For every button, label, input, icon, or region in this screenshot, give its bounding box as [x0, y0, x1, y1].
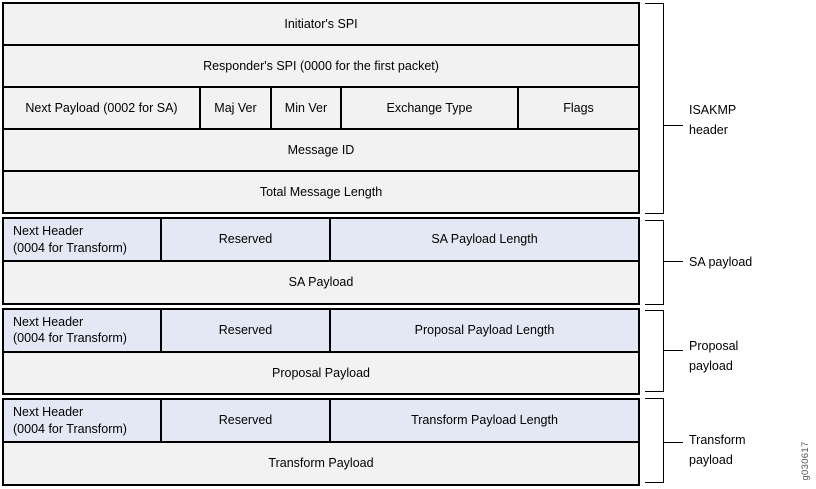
- field-proposal-next-header: Next Header (0004 for Transform): [4, 310, 160, 351]
- field-total-message-length: Total Message Length: [259, 184, 383, 199]
- field-transform-payload: Transform Payload: [268, 456, 374, 471]
- field-maj-ver: Maj Ver: [199, 88, 270, 128]
- sa-payload-bracket: [645, 220, 664, 305]
- proposal-payload-block: Next Header (0004 for Transform) Reserve…: [2, 308, 640, 395]
- field-min-ver: Min Ver: [270, 88, 340, 128]
- row-transform-payload-header: Next Header (0004 for Transform) Reserve…: [4, 400, 638, 441]
- field-transform-next-header: Next Header (0004 for Transform): [4, 400, 160, 441]
- field-sa-next-header: Next Header (0004 for Transform): [4, 219, 160, 260]
- field-initiators-spi: Initiator's SPI: [284, 16, 358, 31]
- field-proposal-payload: Proposal Payload: [272, 365, 370, 380]
- transform-payload-bracket: [645, 398, 664, 483]
- row-proposal-payload-header: Next Header (0004 for Transform) Reserve…: [4, 310, 638, 351]
- row-message-id: Message ID: [4, 128, 638, 170]
- isakmp-header-block: Initiator's SPI Responder's SPI (0000 fo…: [2, 2, 640, 214]
- transform-payload-block: Next Header (0004 for Transform) Reserve…: [2, 398, 640, 486]
- isakmp-header-annotation: ISAKMP header: [689, 103, 737, 137]
- row-transform-payload-body: Transform Payload: [4, 441, 638, 484]
- field-proposal-next-header-line1: Next Header: [13, 315, 84, 329]
- sa-payload-block: Next Header (0004 for Transform) Reserve…: [2, 217, 640, 305]
- field-sa-payload: SA Payload: [288, 275, 354, 290]
- row-sa-payload-header: Next Header (0004 for Transform) Reserve…: [4, 219, 638, 260]
- field-exchange-type: Exchange Type: [340, 88, 517, 128]
- field-next-payload: Next Payload (0002 for SA): [25, 100, 178, 115]
- field-sa-next-header-line2: (0004 for Transform): [13, 240, 127, 255]
- field-sa-next-header-line1: Next Header: [13, 224, 84, 239]
- field-proposal-next-header-line2: (0004 for Transform): [13, 331, 127, 346]
- field-proposal-reserved: Reserved: [160, 310, 329, 351]
- proposal-payload-annotation: Proposal payload: [689, 339, 739, 373]
- transform-payload-bracket-tick: [663, 442, 683, 443]
- proposal-payload-bracket-tick: [663, 350, 683, 351]
- field-transform-next-header-line2: (0004 for Transform): [13, 421, 127, 436]
- sa-payload-annotation: SA payload: [689, 255, 753, 269]
- row-sa-payload-body: SA Payload: [4, 260, 638, 303]
- row-responders-spi: Responder's SPI (0000 for the first pack…: [4, 44, 638, 86]
- field-transform-reserved: Reserved: [160, 400, 329, 441]
- isakmp-header-bracket: [645, 3, 664, 214]
- field-responders-spi: Responder's SPI (0000 for the first pack…: [203, 58, 439, 73]
- figure-id: g030617: [800, 441, 811, 481]
- transform-payload-annotation: Transform payload: [689, 433, 746, 467]
- row-initiators-spi: Initiator's SPI: [4, 4, 638, 44]
- sa-payload-bracket-tick: [663, 261, 683, 262]
- field-transform-next-header-line1: Next Header: [13, 405, 84, 420]
- field-transform-payload-length: Transform Payload Length: [329, 400, 638, 441]
- proposal-payload-bracket: [645, 310, 664, 392]
- field-sa-payload-length: SA Payload Length: [329, 219, 638, 260]
- isakmp-header-bracket-tick: [663, 125, 683, 126]
- field-flags: Flags: [517, 88, 638, 128]
- row-total-message-length: Total Message Length: [4, 170, 638, 212]
- field-sa-reserved: Reserved: [160, 219, 329, 260]
- row-proposal-payload-body: Proposal Payload: [4, 350, 638, 393]
- field-proposal-payload-length: Proposal Payload Length: [329, 310, 638, 351]
- field-message-id: Message ID: [287, 142, 355, 157]
- row-version-flags: Next Payload (0002 for SA) Maj Ver Min V…: [4, 86, 638, 128]
